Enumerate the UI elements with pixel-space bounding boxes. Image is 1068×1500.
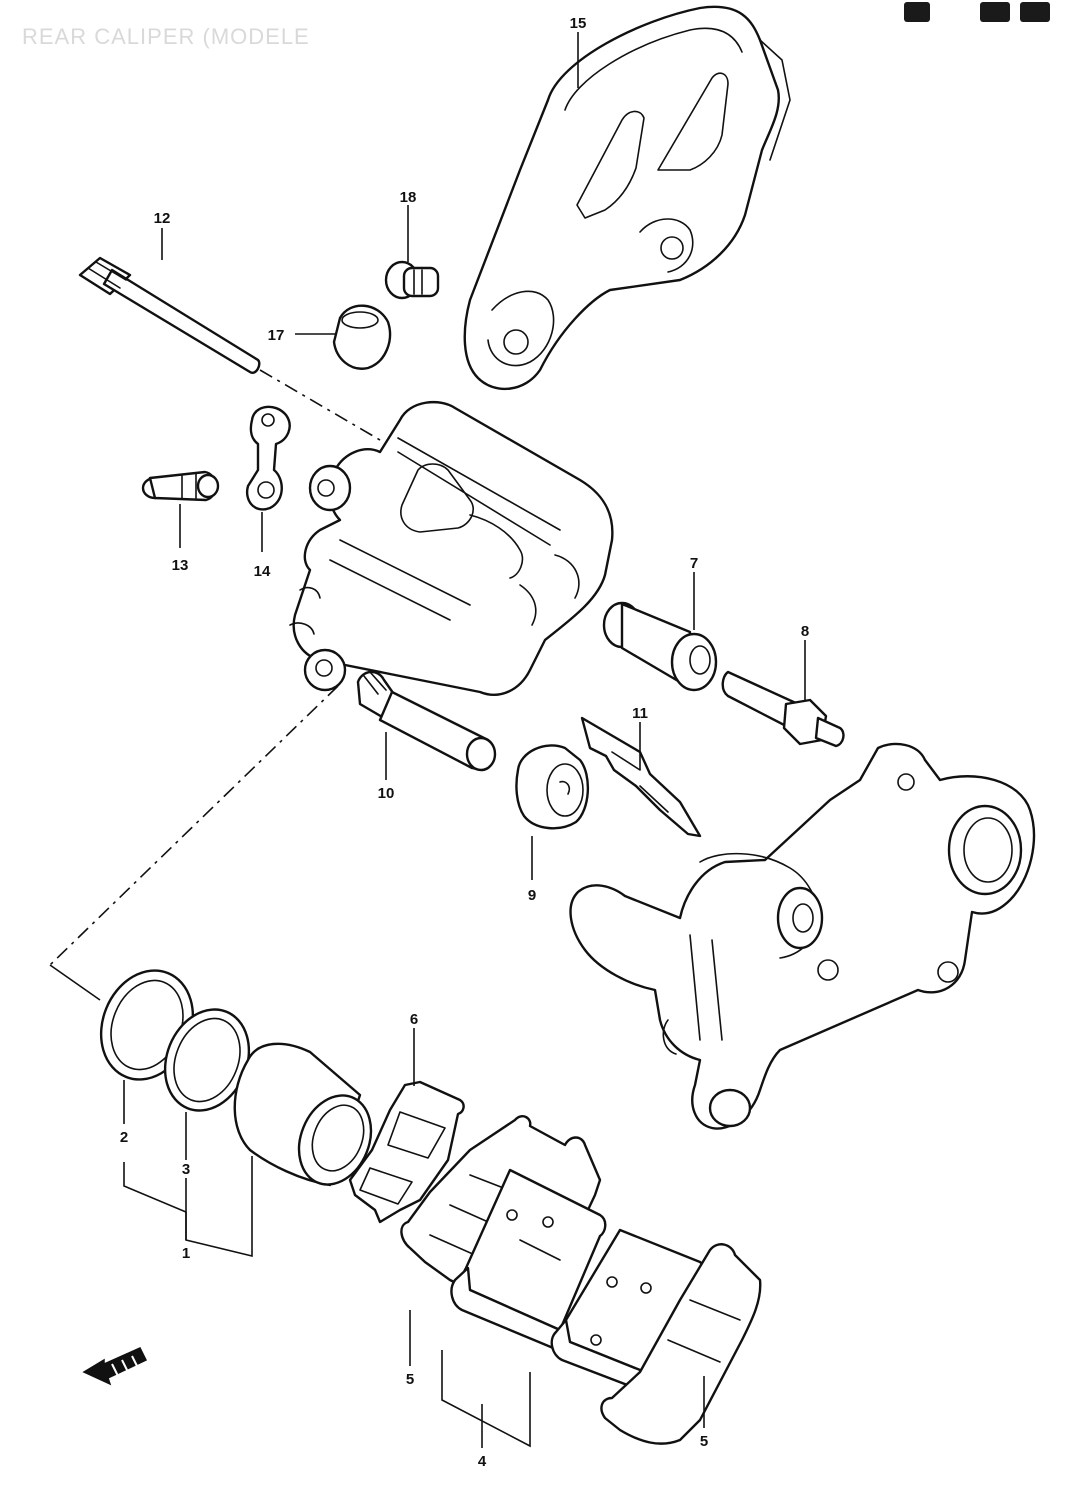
part-13-bleeder <box>141 470 220 502</box>
label-part-5-right: 5 <box>700 1433 708 1450</box>
part-12-pin <box>78 256 381 441</box>
label-part-3: 3 <box>182 1161 190 1178</box>
part-8-bolt <box>721 670 845 748</box>
part-4-brake-pad-inner <box>450 1168 607 1352</box>
part-10-slide-pin <box>356 670 497 772</box>
label-part-13: 13 <box>172 557 189 574</box>
part-9-boot <box>515 744 590 830</box>
front-direction-arrow-icon <box>82 1347 148 1386</box>
label-part-4: 4 <box>478 1453 487 1470</box>
part-6-shim <box>348 1080 465 1224</box>
label-part-14: 14 <box>254 563 271 580</box>
label-part-2: 2 <box>120 1129 128 1146</box>
label-part-8: 8 <box>801 623 809 640</box>
part-11-clip <box>580 716 702 838</box>
caliper-bracket <box>569 742 1036 1130</box>
label-part-6: 6 <box>410 1011 418 1028</box>
part-15-caliper-guard <box>463 5 791 391</box>
label-part-1: 1 <box>182 1245 190 1262</box>
label-part-18: 18 <box>400 189 417 206</box>
part-14-link <box>245 405 291 511</box>
part-18-bolt <box>384 260 440 300</box>
label-part-7: 7 <box>690 555 698 572</box>
diagram-title: REAR CALIPER (MODELE <box>22 24 310 49</box>
part-5-pad-spring-right <box>600 1243 762 1445</box>
piston <box>233 1042 373 1187</box>
label-part-10: 10 <box>378 785 395 802</box>
label-part-12: 12 <box>154 210 171 227</box>
label-part-15: 15 <box>570 15 587 32</box>
caliper-body <box>49 401 614 966</box>
part-17-cap <box>332 304 392 370</box>
leader-lines <box>49 32 806 1448</box>
label-part-11: 11 <box>632 705 648 722</box>
part-7-sleeve <box>602 601 718 692</box>
label-part-17: 17 <box>268 327 285 344</box>
label-part-9: 9 <box>528 887 536 904</box>
label-part-5-left: 5 <box>406 1371 414 1388</box>
header-marks <box>904 0 1054 26</box>
